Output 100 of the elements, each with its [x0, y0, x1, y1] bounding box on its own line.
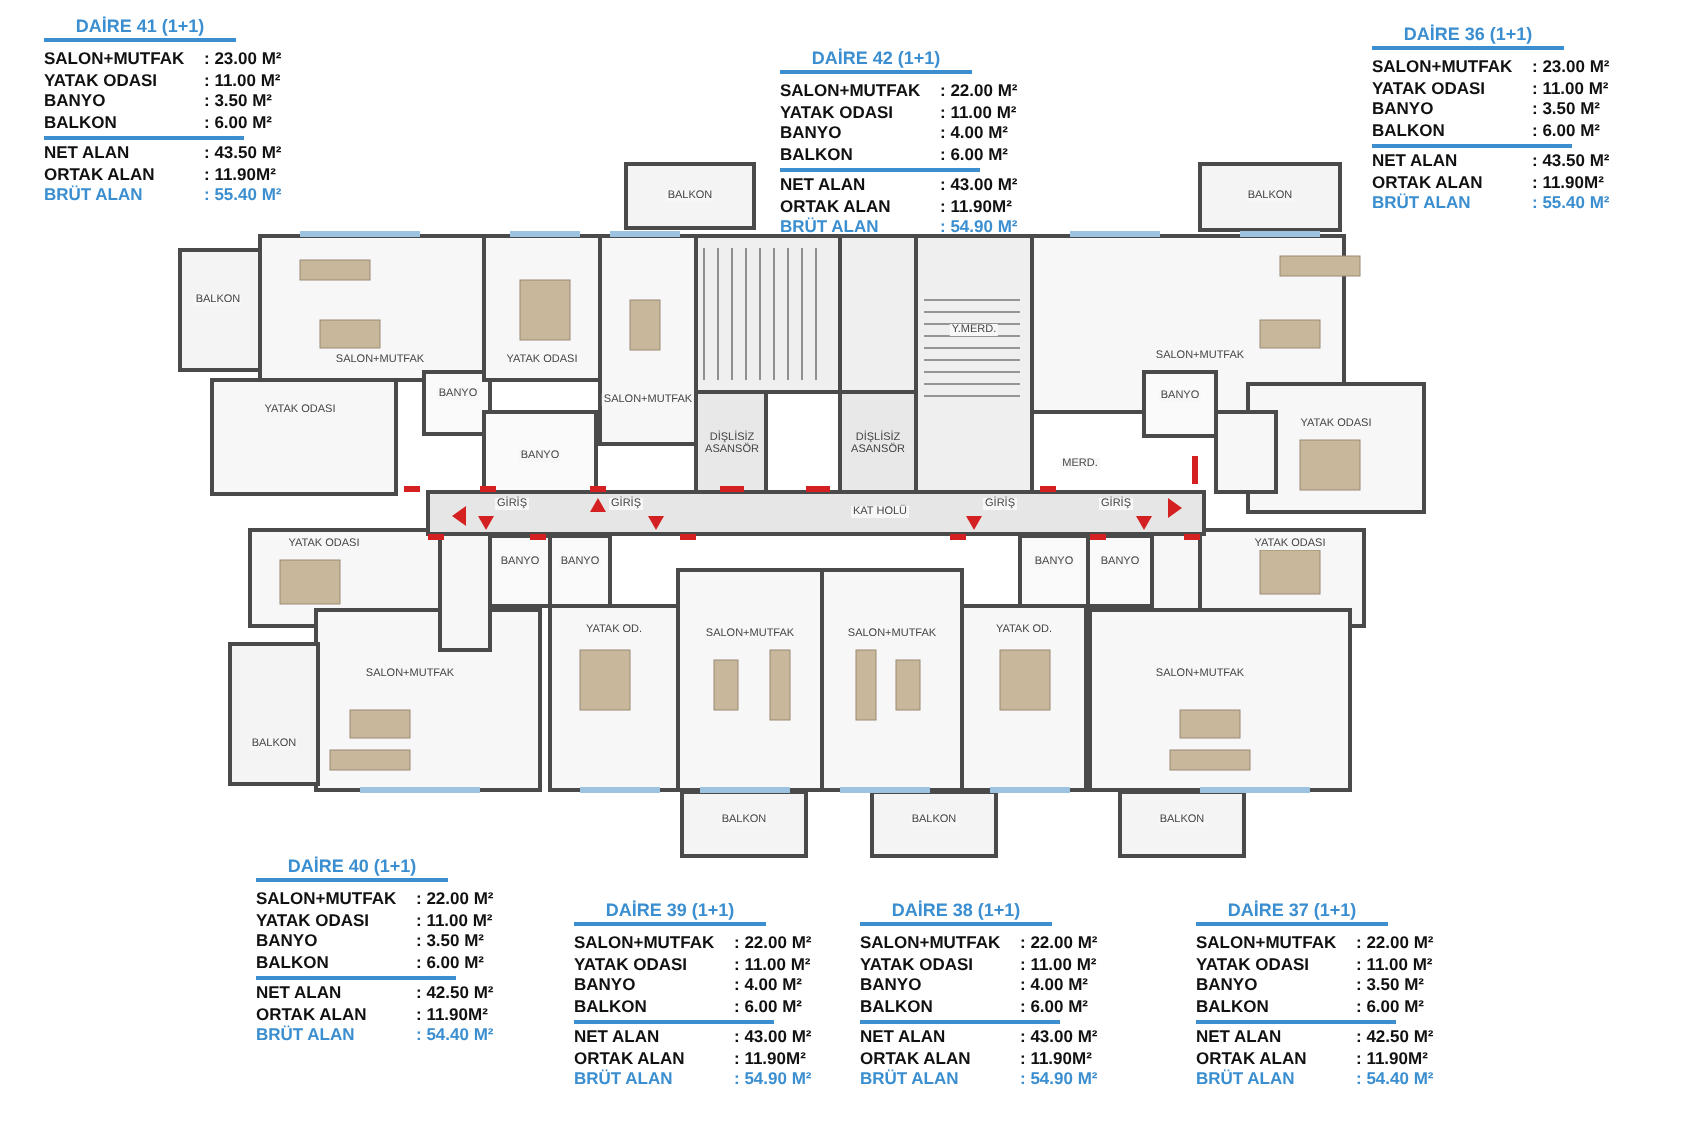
area-value: : 6.00 M²: [734, 995, 803, 1015]
area-label: YATAK ODASI: [1372, 77, 1486, 97]
area-label: BANYO: [1196, 974, 1258, 994]
area-label: SALON+MUTFAK: [44, 48, 185, 68]
apartment-heading: DAİRE 36 (1+1): [1372, 24, 1564, 50]
area-value: : 6.00 M²: [416, 951, 485, 971]
area-value: : 3.50 M²: [204, 90, 273, 110]
area-value: : 23.00 M²: [204, 48, 282, 68]
area-label: BRÜT ALAN: [1372, 192, 1471, 212]
area-label: YATAK ODASI: [780, 101, 894, 121]
area-value: : 11.90M²: [204, 163, 276, 183]
area-value: : 43.00 M²: [734, 1026, 812, 1046]
area-label: BALKON: [256, 951, 329, 971]
apartment-heading: DAİRE 42 (1+1): [780, 48, 972, 74]
area-label: NET ALAN: [780, 174, 866, 194]
area-value: : 23.00 M²: [1532, 56, 1610, 76]
area-value: : 6.00 M²: [204, 111, 273, 131]
area-value: : 11.00 M²: [1532, 77, 1609, 97]
area-value: : 11.90M²: [1532, 171, 1604, 191]
area-value: : 4.00 M²: [940, 122, 1009, 142]
area-value: : 22.00 M²: [940, 80, 1018, 100]
area-label: ORTAK ALAN: [1372, 171, 1483, 191]
area-label: BRÜT ALAN: [574, 1068, 673, 1088]
area-label: BALKON: [44, 111, 117, 131]
area-label: BALKON: [1196, 995, 1269, 1015]
area-label: YATAK ODASI: [860, 953, 974, 973]
area-label: BANYO: [574, 974, 636, 994]
area-value: : 43.50 M²: [1532, 150, 1610, 170]
area-label: ORTAK ALAN: [780, 195, 891, 215]
area-value: : 11.00 M²: [940, 101, 1017, 121]
area-label: SALON+MUTFAK: [256, 888, 397, 908]
area-value: : 22.00 M²: [1020, 932, 1098, 952]
area-value: : 22.00 M²: [1356, 932, 1434, 952]
area-label: NET ALAN: [860, 1026, 946, 1046]
area-label: BANYO: [860, 974, 922, 994]
area-value: : 6.00 M²: [940, 143, 1009, 163]
area-value: : 11.90M²: [734, 1047, 806, 1067]
area-label: BALKON: [780, 143, 853, 163]
area-value: : 6.00 M²: [1020, 995, 1089, 1015]
area-label: BRÜT ALAN: [780, 216, 879, 236]
area-label: BANYO: [44, 90, 106, 110]
area-label: BRÜT ALAN: [1196, 1068, 1295, 1088]
area-value: : 11.90M²: [1020, 1047, 1092, 1067]
area-value: : 54.40 M²: [416, 1024, 494, 1044]
area-value: : 42.50 M²: [1356, 1026, 1434, 1046]
area-value: : 4.00 M²: [1020, 974, 1089, 994]
area-label: BANYO: [780, 122, 842, 142]
apartment-heading: DAİRE 39 (1+1): [574, 900, 766, 926]
area-label: BALKON: [860, 995, 933, 1015]
apartment-heading: DAİRE 38 (1+1): [860, 900, 1052, 926]
area-value: : 11.90M²: [1356, 1047, 1428, 1067]
area-value: : 43.00 M²: [1020, 1026, 1098, 1046]
area-value: : 11.00 M²: [1356, 953, 1433, 973]
area-value: : 22.00 M²: [734, 932, 812, 952]
area-label: BRÜT ALAN: [256, 1024, 355, 1044]
apartment-heading: DAİRE 41 (1+1): [44, 16, 236, 42]
area-label: ORTAK ALAN: [44, 163, 155, 183]
area-value: : 43.50 M²: [204, 142, 282, 162]
apartment-heading: DAİRE 37 (1+1): [1196, 900, 1388, 926]
area-value: : 11.90M²: [416, 1003, 488, 1023]
area-label: NET ALAN: [1372, 150, 1458, 170]
area-value: : 11.00 M²: [204, 69, 281, 89]
area-label: SALON+MUTFAK: [780, 80, 921, 100]
area-label: NET ALAN: [256, 982, 342, 1002]
area-label: SALON+MUTFAK: [1196, 932, 1337, 952]
area-value: : 11.00 M²: [1020, 953, 1097, 973]
area-label: YATAK ODASI: [44, 69, 158, 89]
area-value: : 11.00 M²: [734, 953, 811, 973]
area-label: SALON+MUTFAK: [1372, 56, 1513, 76]
area-value: : 54.90 M²: [1020, 1068, 1098, 1088]
area-label: YATAK ODASI: [574, 953, 688, 973]
area-label: BRÜT ALAN: [44, 184, 143, 204]
area-label: BRÜT ALAN: [860, 1068, 959, 1088]
area-value: : 55.40 M²: [204, 184, 282, 204]
area-label: SALON+MUTFAK: [860, 932, 1001, 952]
area-value: : 54.40 M²: [1356, 1068, 1434, 1088]
area-label: YATAK ODASI: [1196, 953, 1310, 973]
area-label: BALKON: [574, 995, 647, 1015]
area-label: ORTAK ALAN: [860, 1047, 971, 1067]
area-value: : 11.00 M²: [416, 909, 493, 929]
area-label: ORTAK ALAN: [256, 1003, 367, 1023]
area-value: : 6.00 M²: [1532, 119, 1601, 139]
area-value: : 6.00 M²: [1356, 995, 1425, 1015]
area-label: NET ALAN: [1196, 1026, 1282, 1046]
area-label: NET ALAN: [574, 1026, 660, 1046]
area-value: : 3.50 M²: [1356, 974, 1425, 994]
area-label: ORTAK ALAN: [1196, 1047, 1307, 1067]
area-label: BANYO: [256, 930, 318, 950]
apartment-heading: DAİRE 40 (1+1): [256, 856, 448, 882]
area-label: NET ALAN: [44, 142, 130, 162]
area-value: : 3.50 M²: [1532, 98, 1601, 118]
area-value: : 3.50 M²: [416, 930, 485, 950]
area-label: BANYO: [1372, 98, 1434, 118]
area-value: : 11.90M²: [940, 195, 1012, 215]
area-label: ORTAK ALAN: [574, 1047, 685, 1067]
area-value: : 42.50 M²: [416, 982, 494, 1002]
area-value: : 4.00 M²: [734, 974, 803, 994]
area-value: : 43.00 M²: [940, 174, 1018, 194]
area-value: : 54.90 M²: [734, 1068, 812, 1088]
area-label: BALKON: [1372, 119, 1445, 139]
